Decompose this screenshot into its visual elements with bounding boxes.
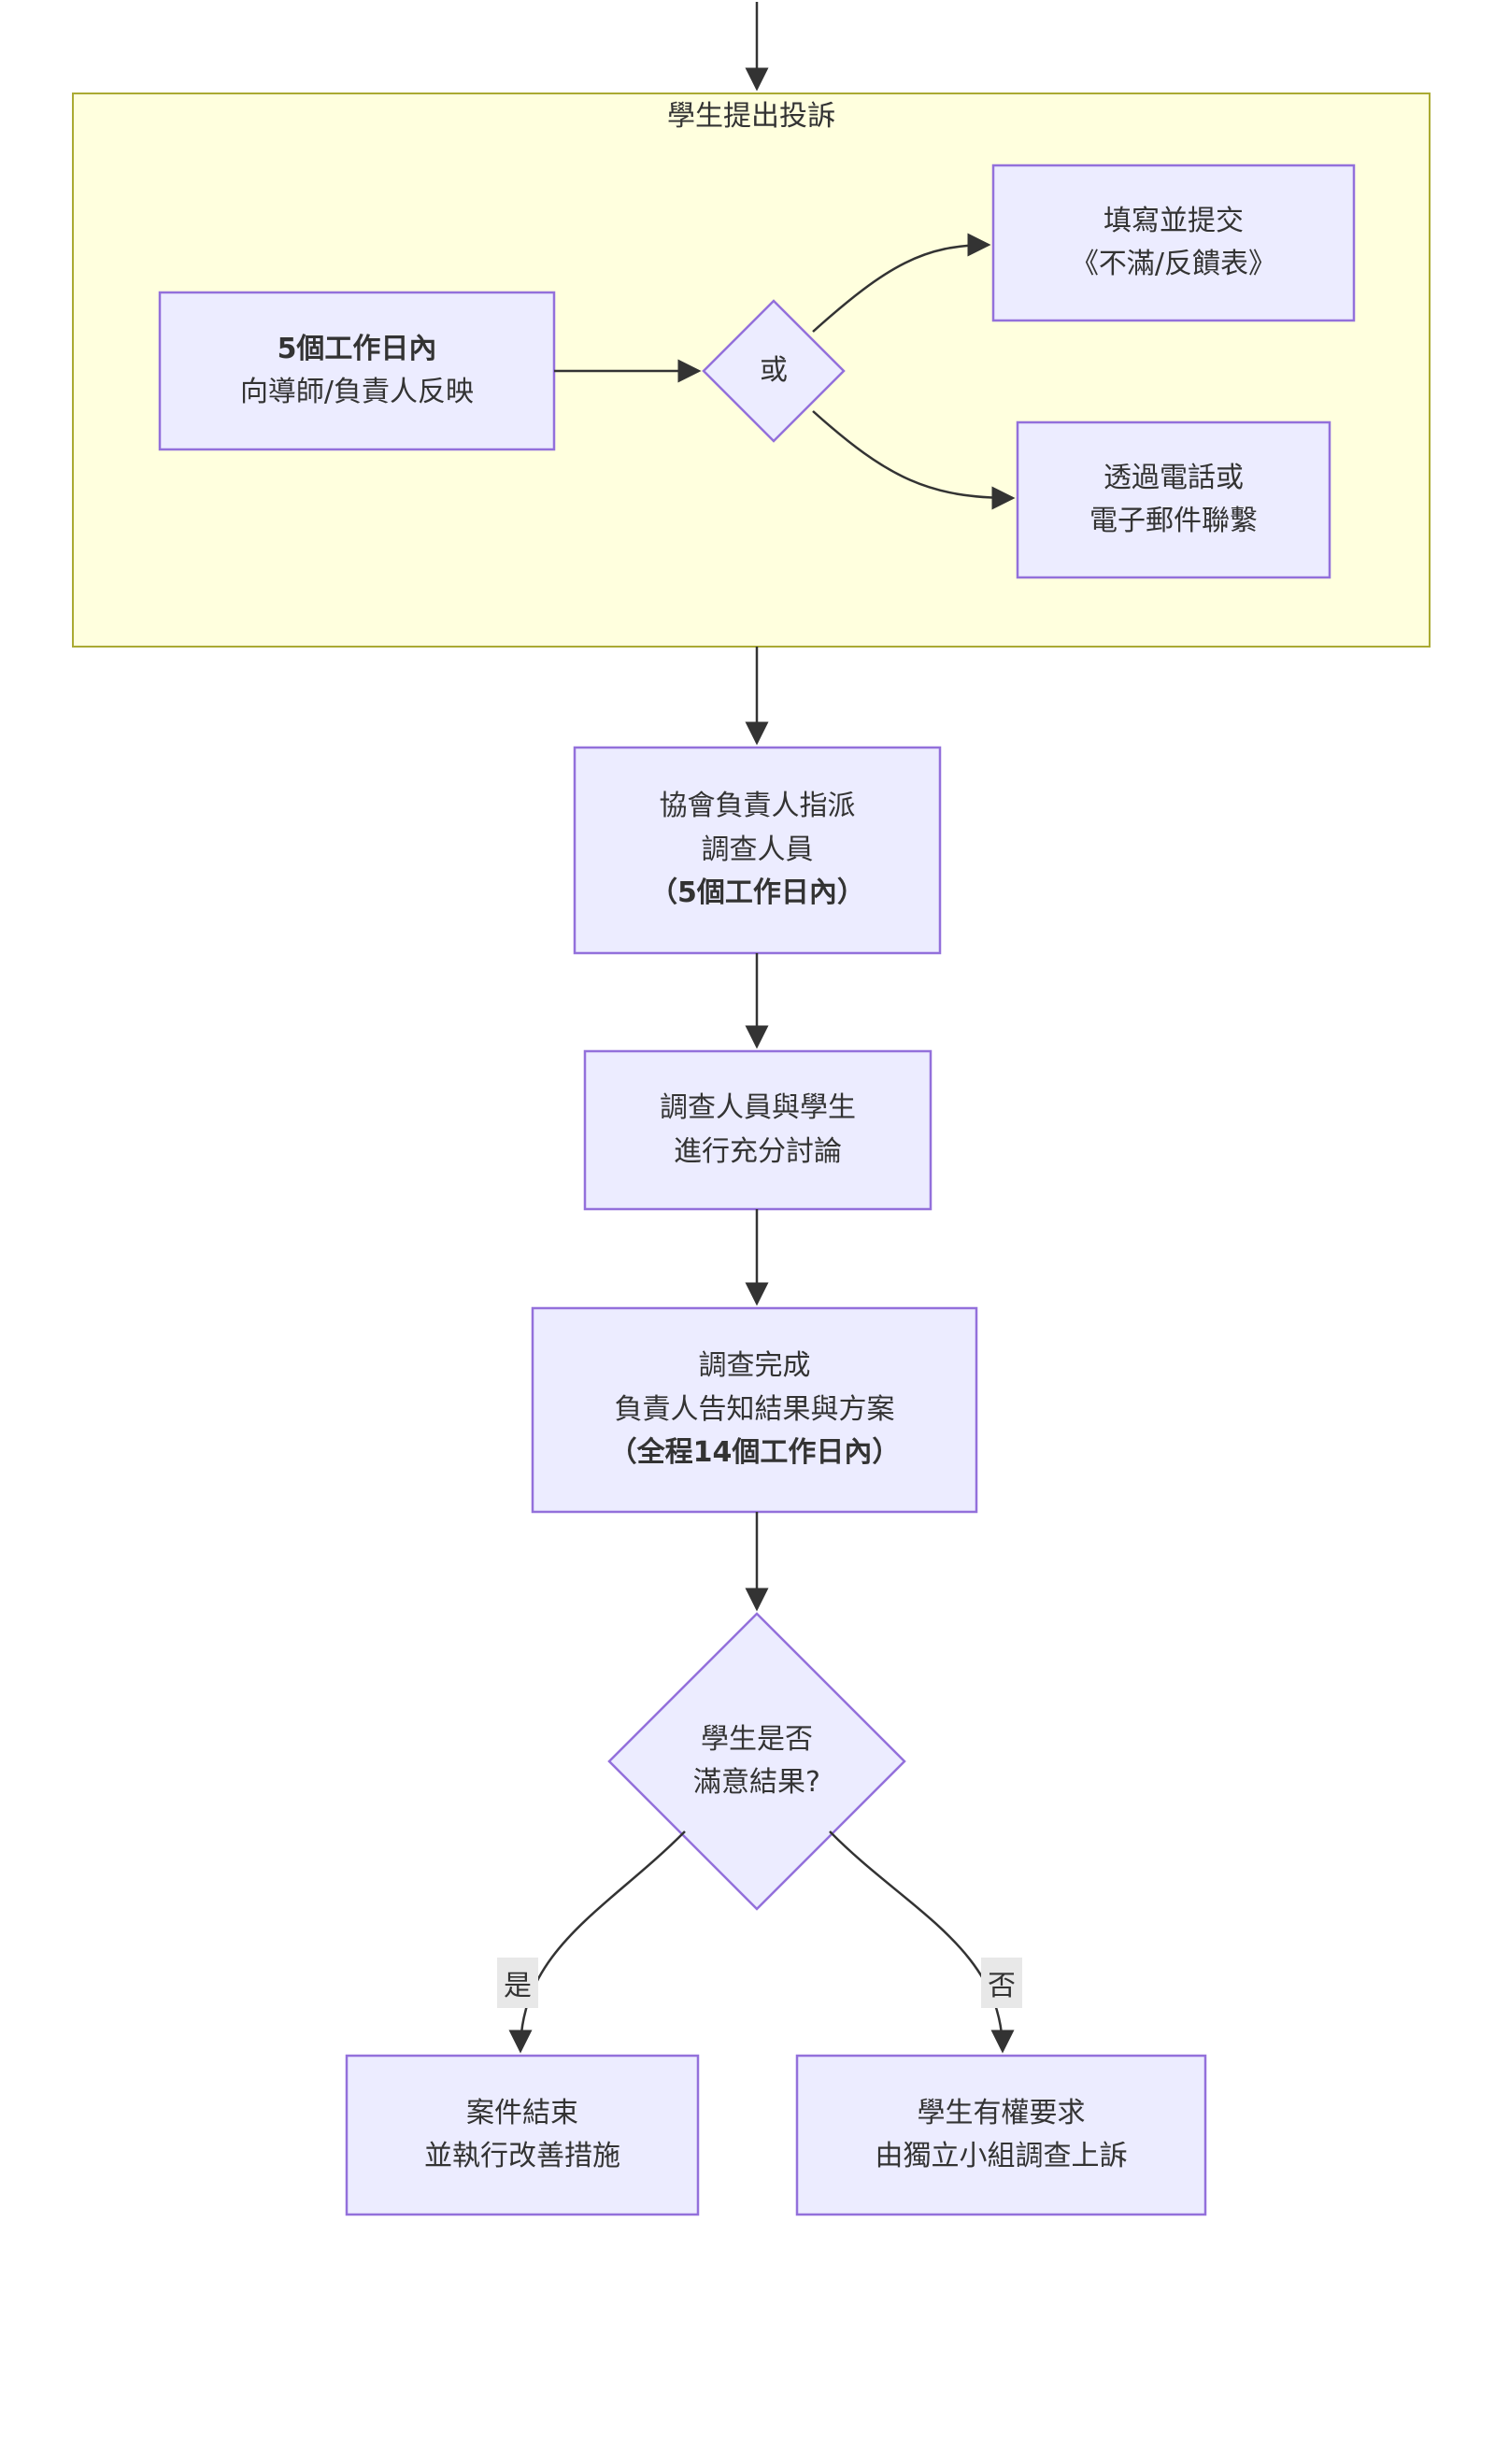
edge-or-to-contact <box>812 410 1016 510</box>
node-report-line1: 5個工作日內 <box>277 332 437 365</box>
node-contact-line2: 電子郵件聯繫 <box>1089 505 1258 537</box>
node-contact-label: 透過電話或 電子郵件聯繫 <box>1018 422 1330 577</box>
node-contact-shape <box>1016 420 1331 579</box>
node-satisfied-diamond-shape <box>607 1612 906 1911</box>
node-closed-label: 案件結束 並執行改善措施 <box>347 2056 698 2215</box>
node-satisfied-line2: 滿意結果? <box>693 1766 820 1799</box>
node-complete-label: 調查完成 負責人告知結果與方案 （全程14個工作日內） <box>533 1308 976 1512</box>
node-discuss-line1: 調查人員與學生 <box>660 1091 856 1124</box>
node-or-diamond-shape <box>702 299 846 443</box>
edge-label-no: 否 <box>981 1958 1022 2008</box>
node-form-line1: 填寫並提交 <box>1103 204 1244 237</box>
node-appeal-label: 學生有權要求 由獨立小組調查上訴 <box>797 2056 1205 2215</box>
node-or-text: 或 <box>760 353 788 387</box>
node-assign-label: 協會負責人指派 調查人員 （5個工作日內） <box>575 748 940 953</box>
node-assign-shape <box>573 746 942 955</box>
node-closed-line1: 案件結束 <box>466 2096 578 2129</box>
node-appeal-shape <box>795 2054 1207 2216</box>
edge-label-yes: 是 <box>497 1958 538 2008</box>
node-report-label: 5個工作日內 向導師/負責人反映 <box>160 292 554 449</box>
edge-or-to-form <box>812 233 991 333</box>
node-closed-shape <box>345 2054 700 2216</box>
node-satisfied-label: 學生是否 滿意結果? <box>609 1614 904 1909</box>
node-complete-shape <box>531 1306 978 1514</box>
node-closed-line2: 並執行改善措施 <box>424 2140 620 2172</box>
node-assign-line1: 協會負責人指派 <box>659 790 856 823</box>
node-contact-line1: 透過電話或 <box>1103 461 1244 494</box>
node-discuss-line2: 進行充分討論 <box>674 1134 842 1168</box>
node-form-line2: 《不滿/反饋表》 <box>1070 248 1277 280</box>
subgraph-title: 學生提出投訴 <box>667 100 835 133</box>
node-appeal-line2: 由獨立小組調查上訴 <box>875 2140 1128 2172</box>
node-discuss-label: 調查人員與學生 進行充分討論 <box>585 1051 931 1209</box>
node-complete-line1: 調查完成 <box>698 1349 811 1383</box>
node-discuss-shape <box>583 1049 933 1211</box>
node-or-label: 或 <box>704 301 844 441</box>
node-complete-line2: 負責人告知結果與方案 <box>614 1392 895 1426</box>
node-complete-line3: （全程14個工作日內） <box>608 1436 901 1470</box>
edge-satisfied-no-to-appeal <box>829 1830 1015 2054</box>
node-assign-line3: （5個工作日內） <box>649 876 865 910</box>
node-report-line2: 向導師/負責人反映 <box>239 376 475 408</box>
node-satisfied-line1: 學生是否 <box>701 1722 813 1756</box>
node-report-shape <box>158 291 556 451</box>
node-form-label: 填寫並提交 《不滿/反饋表》 <box>993 165 1354 320</box>
node-assign-line2: 調查人員 <box>701 833 814 866</box>
node-appeal-line1: 學生有權要求 <box>917 2096 1086 2129</box>
edge-satisfied-yes-to-closed <box>508 1830 686 2054</box>
node-form-shape <box>991 164 1356 322</box>
